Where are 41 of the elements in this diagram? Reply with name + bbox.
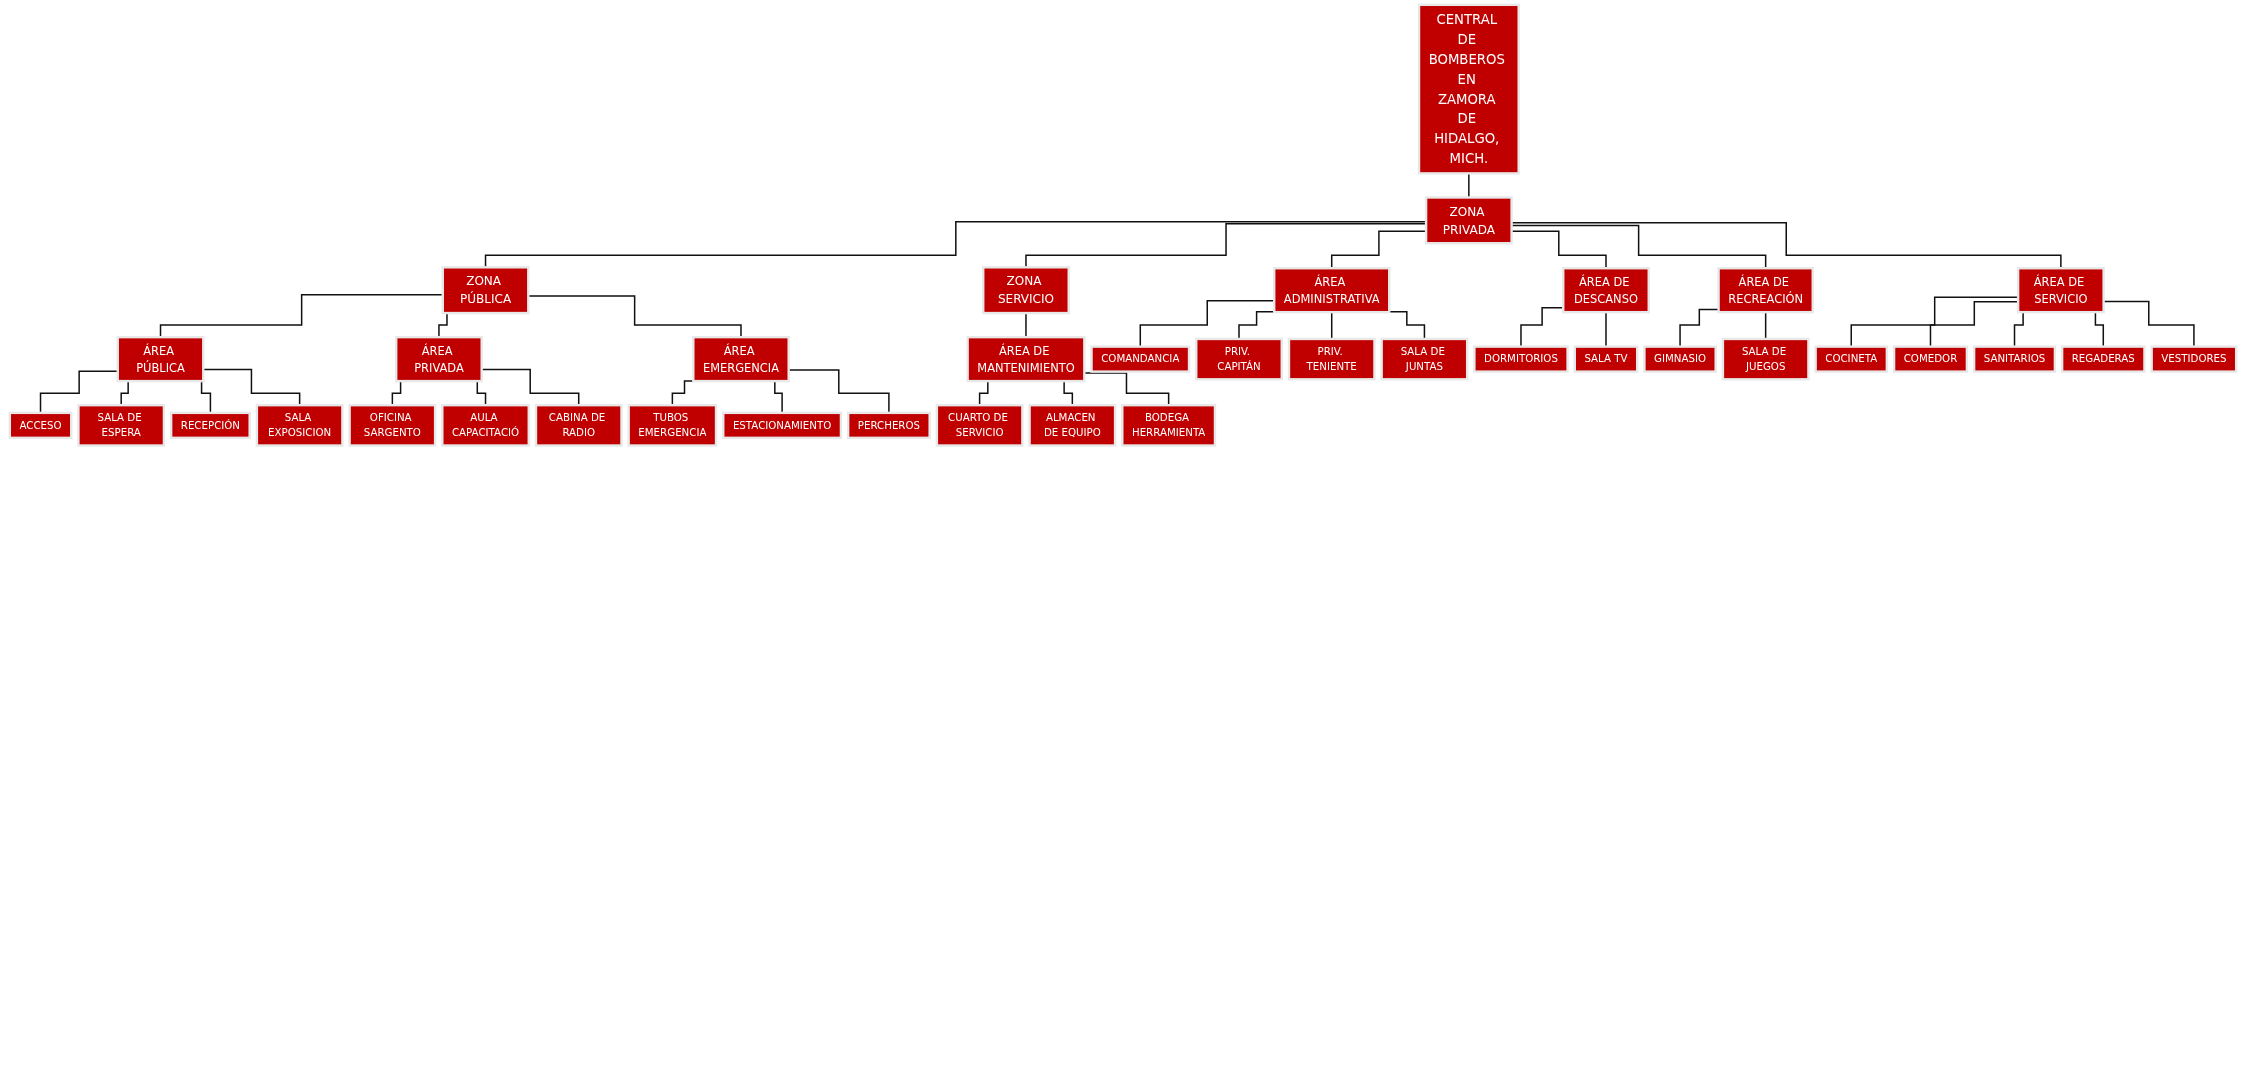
node-box: REGADERAS — [2060, 345, 2146, 373]
node-box: ÁREA DE MANTENIMIENTO — [966, 335, 1086, 383]
node-box: CABINA DE RADIO — [534, 403, 623, 447]
node-box: ÁREA DE DESCANSO — [1562, 267, 1650, 314]
node-box: COMEDOR — [1892, 345, 1969, 373]
node-box: SALA DE JUEGOS — [1721, 337, 1810, 381]
node-box: COCINETA — [1814, 345, 1889, 373]
node-box: ACCESO — [8, 411, 73, 440]
node-box: PRIV. CAPITÁN — [1195, 337, 1283, 381]
node-box: ÁREA DE SERVICIO — [2016, 267, 2105, 314]
node-box: TUBOS EMERGENCIA — [627, 403, 718, 447]
node-box: ZONA PÚBLICA — [441, 266, 530, 315]
node-box: ALMACEN DE EQUIPO — [1028, 403, 1117, 447]
node-box: PRIV. TENIENTE — [1287, 337, 1376, 381]
node-box: PERCHEROS — [846, 411, 931, 440]
node-box: ZONA SERVICIO — [982, 266, 1070, 315]
node-box: COMANDANCIA — [1090, 345, 1191, 373]
node-box: DORMITORIOS — [1473, 345, 1569, 373]
node-box: GIMNASIO — [1643, 345, 1717, 373]
node-box: SALA DE ESPERA — [77, 403, 166, 447]
node-box: ZONA PRIVADA — [1424, 196, 1513, 245]
node-box: OFICINA SARGENTO — [348, 403, 437, 447]
node-box: VESTIDORES — [2150, 345, 2238, 373]
node-box: ESTACIONAMIENTO — [722, 411, 843, 440]
node-box: ÁREA EMERGENCIA — [692, 335, 790, 383]
node-box: SANITARIOS — [1972, 345, 2057, 373]
node-box: ÁREA ADMINISTRATIVA — [1273, 267, 1391, 314]
node-box: SALA DE JUNTAS — [1380, 337, 1469, 381]
node-box: RECEPCIÓN — [169, 411, 251, 440]
node-box: CUARTO DE SERVICIO — [935, 403, 1024, 447]
node-box: ÁREA PÚBLICA — [116, 335, 205, 383]
node-box: SALA TV — [1573, 345, 1639, 373]
node-box: CENTRAL DE BOMBEROS EN ZAMORA DE HIDALGO, MICH. — [1417, 3, 1520, 175]
node-box: SALA EXPOSICION — [255, 403, 344, 447]
connector — [484, 221, 1427, 269]
node-box: ÁREA PRIVADA — [395, 335, 483, 383]
node-box: BODEGA HERRAMIENTA — [1121, 403, 1217, 447]
node-box: ÁREA DE RECREACIÓN — [1717, 267, 1814, 314]
connector — [1330, 230, 1427, 269]
connector — [1025, 222, 1427, 269]
node-box: AULA CAPACITACIÓ — [441, 403, 530, 447]
